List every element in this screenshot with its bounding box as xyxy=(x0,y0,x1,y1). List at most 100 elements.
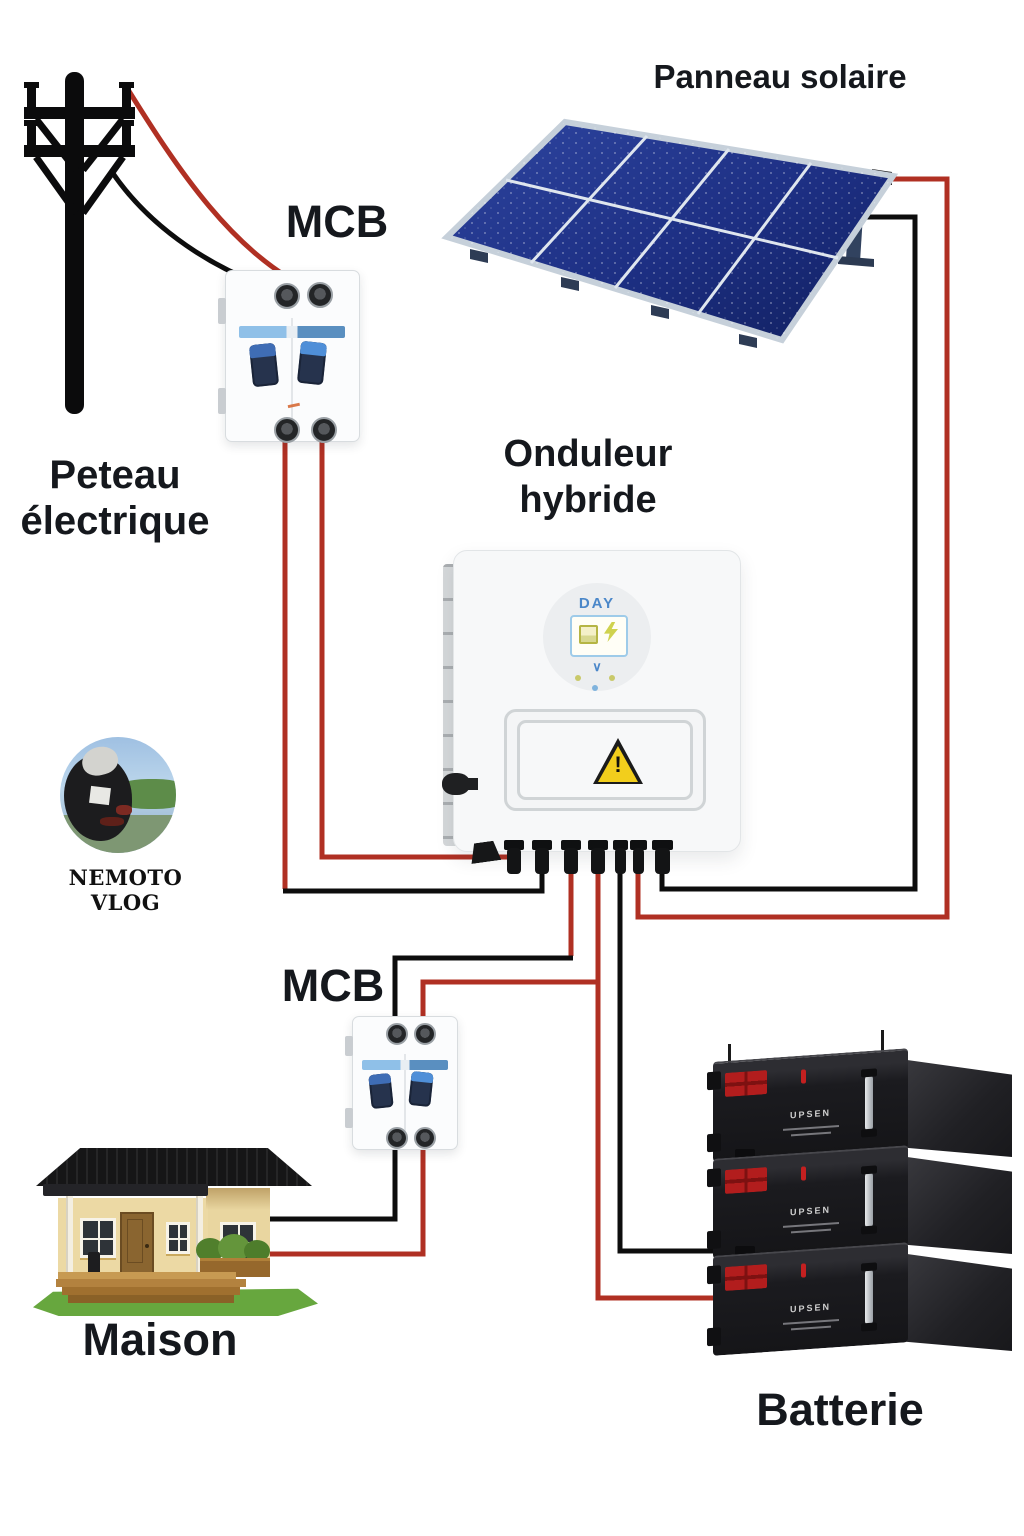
pole-divider xyxy=(291,318,293,422)
label-maison: Maison xyxy=(82,1314,238,1365)
inverter-brand-logo: DAY xyxy=(578,595,616,612)
power-bolt-icon xyxy=(604,622,618,642)
battery-module-3: UPSEN xyxy=(695,1242,1024,1356)
port-ac-out-neutral xyxy=(561,840,581,876)
battery-led xyxy=(801,1263,806,1278)
label-batterie: Batterie xyxy=(756,1384,924,1435)
panel-grid-lines xyxy=(505,134,839,315)
corner-clamp xyxy=(707,1133,721,1153)
breaker-toggle-right xyxy=(408,1070,434,1108)
solar-status-icon xyxy=(579,625,598,644)
battery-brand-logo: UPSEN xyxy=(789,1107,831,1121)
wiring-cover-inner: ! xyxy=(517,720,693,800)
inverter-body: DAY ∨ ! xyxy=(442,550,741,852)
step xyxy=(68,1295,234,1303)
porch-post xyxy=(66,1196,73,1276)
mcb-breaker-grid xyxy=(218,270,360,443)
label-mcb-bottom: MCB xyxy=(281,960,385,1011)
battery-handle xyxy=(865,1074,873,1132)
label-panneau-solaire: Panneau solaire xyxy=(653,58,907,95)
corner-clamp xyxy=(707,1327,721,1347)
wire-inverter-to-mcb2-neutral xyxy=(392,955,573,1034)
porch-post xyxy=(196,1196,203,1276)
wiring-cover-panel: ! xyxy=(504,709,706,811)
battery-label-line xyxy=(782,1319,839,1325)
battery-label-line xyxy=(790,1325,831,1331)
din-clip xyxy=(345,1108,353,1128)
rating-stripe xyxy=(239,326,345,338)
breaker-toggle-left xyxy=(248,342,280,388)
indicator-dot xyxy=(592,685,598,691)
battery-side-face xyxy=(900,1156,1012,1254)
battery-label-line xyxy=(790,1228,831,1234)
terminal-top-live xyxy=(307,282,333,308)
indicator-dot xyxy=(575,675,581,681)
porch-barrel xyxy=(88,1252,100,1274)
terminal-bottom-neutral xyxy=(386,1127,408,1149)
terminal-top-neutral xyxy=(274,283,300,309)
eave-shadow xyxy=(206,1188,270,1210)
handle-mount xyxy=(861,1165,877,1175)
number-plate xyxy=(89,785,111,806)
battery-label-line xyxy=(790,1131,831,1137)
battery-label-line xyxy=(782,1222,839,1228)
handle-mount xyxy=(861,1068,877,1078)
battery-front-face: UPSEN xyxy=(707,1048,908,1162)
battery-stack: UPSEN UPSEN xyxy=(695,1030,1024,1360)
terminal-top-neutral xyxy=(386,1023,408,1045)
label-onduleur-hybride: Onduleur hybride xyxy=(503,433,673,521)
inverter-lcd-screen xyxy=(570,615,628,657)
dc-switch-knob xyxy=(442,773,470,795)
din-clip xyxy=(218,388,226,414)
rating-stripe xyxy=(362,1060,448,1070)
corner-clamp xyxy=(707,1168,721,1188)
chevron-down-icon: ∨ xyxy=(592,659,602,674)
battery-handle xyxy=(865,1268,873,1326)
electric-pole xyxy=(24,72,135,414)
eave-board xyxy=(43,1184,208,1196)
battery-led xyxy=(801,1166,806,1181)
hybrid-inverter: DAY ∨ ! xyxy=(442,550,741,874)
din-clip xyxy=(345,1036,353,1056)
terminal-top-live xyxy=(414,1023,436,1045)
port-ac-in-live xyxy=(504,840,524,876)
label-peteau-electrique: Peteau électrique xyxy=(20,453,210,543)
wire-mcb2-to-house-neutral xyxy=(266,1134,398,1222)
mcb-breaker-house xyxy=(345,1016,458,1150)
terminal-bottom-live xyxy=(414,1127,436,1149)
roof xyxy=(36,1148,312,1186)
solar-panel xyxy=(441,118,899,348)
port-battery-negative xyxy=(613,840,628,876)
battery-brand-logo: UPSEN xyxy=(789,1301,831,1315)
breaker-toggle-left xyxy=(368,1072,394,1110)
handle-mount xyxy=(861,1322,877,1332)
battery-front-face: UPSEN xyxy=(707,1145,908,1259)
avatar xyxy=(60,737,176,853)
port-ac-in-neutral xyxy=(532,840,552,876)
wire-inverter-to-battery-negative xyxy=(617,834,717,1254)
port-pv-positive xyxy=(630,840,647,876)
channel-badge: NEMOTO VLOG xyxy=(38,737,213,915)
handle-mount xyxy=(861,1262,877,1272)
house xyxy=(28,1140,328,1320)
window-small xyxy=(166,1222,190,1254)
wire-pole-live xyxy=(124,86,317,295)
label-mcb-top: MCB xyxy=(285,196,389,247)
battery-module-2: UPSEN xyxy=(695,1145,1024,1260)
port-ac-out-live xyxy=(588,840,608,876)
step xyxy=(56,1279,246,1287)
channel-name: NEMOTO VLOG xyxy=(68,865,183,915)
bike-detail xyxy=(100,817,124,826)
battery-led xyxy=(801,1069,806,1084)
breaker-toggle-right xyxy=(296,340,328,386)
port-pv-negative xyxy=(652,840,673,876)
handle-mount xyxy=(861,1128,877,1138)
inverter-display-circle: DAY ∨ xyxy=(543,583,651,691)
wire-inverter-to-battery-positive xyxy=(595,834,717,1301)
warning-triangle-icon: ! xyxy=(593,738,643,784)
din-clip xyxy=(218,298,226,324)
porch-floor xyxy=(58,1272,236,1279)
battery-handle xyxy=(865,1171,873,1229)
dc-switch-stem xyxy=(464,778,478,790)
battery-connector-red xyxy=(725,1070,767,1097)
